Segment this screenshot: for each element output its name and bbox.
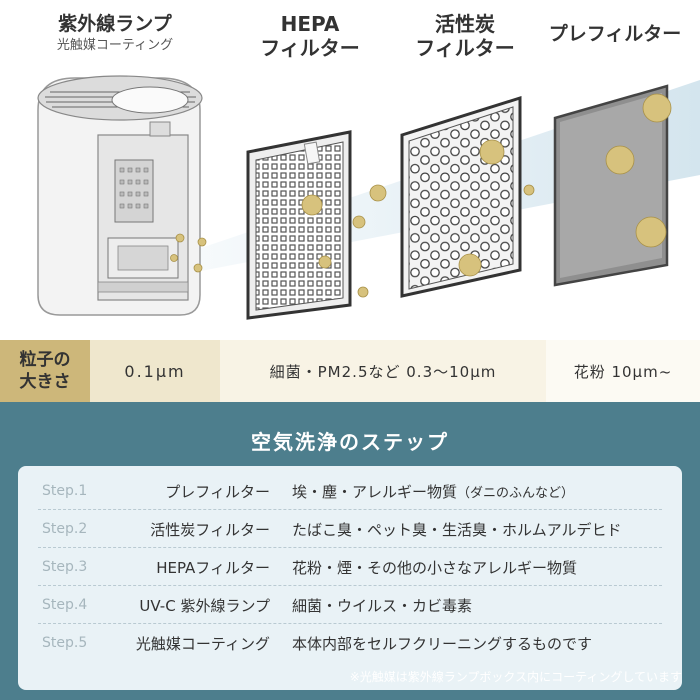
- hepa-filter-graphic: [246, 130, 352, 320]
- steps-title: 空気洗浄のステップ: [251, 430, 449, 454]
- purifier-unit: [37, 75, 203, 316]
- step-row: Step.5 光触媒コーティング 本体内部をセルフクリーニングするものです: [18, 624, 682, 662]
- steps-card: Step.1 プレフィルター 埃・塵・アレルギー物質（ダニのふんなど） Step…: [18, 466, 682, 690]
- filter-illustration: 紫外線ランプ 光触媒コーティング HEPA フィルター 活性炭 フィルター プレ…: [0, 0, 700, 340]
- step-description: 本体内部をセルフクリーニングするものです: [292, 634, 593, 653]
- step-number: Step.5: [42, 635, 88, 651]
- step-name: UV-C 紫外線ランプ: [139, 596, 270, 615]
- step-number: Step.1: [42, 483, 88, 499]
- particle-size-header: 粒子の 大きさ: [0, 340, 90, 402]
- particle-size-header-line1: 粒子の: [19, 350, 71, 370]
- step-description: たばこ臭・ペット臭・生活臭・ホルムアルデヒド: [292, 520, 622, 539]
- hepa-line1: HEPA: [280, 12, 340, 36]
- particle-size-header-line2: 大きさ: [19, 372, 71, 392]
- photocatalyst-subtitle: 光触媒コーティング: [56, 38, 174, 53]
- step-description-note: （ダニのふんなど）: [457, 485, 575, 501]
- carbon-line1: 活性炭: [435, 12, 495, 36]
- pre-filter-title: プレフィルター: [548, 23, 682, 45]
- step-name: 光触媒コーティング: [135, 634, 270, 653]
- step-name: プレフィルター: [165, 482, 270, 501]
- cleaning-steps-panel: 空気洗浄のステップ Step.1 プレフィルター 埃・塵・アレルギー物質（ダニの…: [0, 402, 700, 700]
- carbon-line2: フィルター: [415, 36, 515, 60]
- step-description: 埃・塵・アレルギー物質（ダニのふんなど）: [292, 481, 574, 502]
- hepa-line2: フィルター: [260, 36, 360, 60]
- pre-filter-label: プレフィルター: [530, 22, 700, 46]
- filter-diagram: [37, 75, 700, 320]
- hepa-filter-label: HEPA フィルター: [235, 12, 385, 60]
- uv-lamp-label: 紫外線ランプ 光触媒コーティング: [30, 12, 200, 56]
- step-row: Step.2 活性炭フィルター たばこ臭・ペット臭・生活臭・ホルムアルデヒド: [18, 510, 682, 548]
- step-description-text: 埃・塵・アレルギー物質: [292, 482, 458, 501]
- step-row: Step.4 UV-C 紫外線ランプ 細菌・ウイルス・カビ毒素: [18, 586, 682, 624]
- step-row: Step.3 HEPAフィルター 花粉・煙・その他の小さなアレルギー物質: [18, 548, 682, 586]
- particles: [170, 93, 672, 298]
- particle-size-row: 粒子の 大きさ 0.1μm 細菌・PM2.5など 0.3～10μm 花粉 10μ…: [0, 340, 700, 402]
- step-number: Step.2: [42, 521, 88, 537]
- particle-size-uv: 0.1μm: [90, 340, 220, 402]
- step-row: Step.1 プレフィルター 埃・塵・アレルギー物質（ダニのふんなど）: [18, 472, 682, 510]
- particle-size-hepa: 細菌・PM2.5など 0.3～10μm: [220, 340, 546, 402]
- carbon-filter-label: 活性炭 フィルター: [390, 12, 540, 60]
- step-number: Step.4: [42, 597, 88, 613]
- step-description: 細菌・ウイルス・カビ毒素: [292, 596, 473, 615]
- step-name: HEPAフィルター: [156, 558, 270, 577]
- footnote: ※光触媒は紫外線ランプボックス内にコーティングしています: [349, 670, 682, 684]
- step-description: 花粉・煙・その他の小さなアレルギー物質: [292, 558, 578, 577]
- step-number: Step.3: [42, 559, 88, 575]
- particle-size-pre: 花粉 10μm~: [546, 340, 700, 402]
- uv-lamp-title: 紫外線ランプ: [58, 13, 172, 35]
- step-name: 活性炭フィルター: [150, 520, 270, 539]
